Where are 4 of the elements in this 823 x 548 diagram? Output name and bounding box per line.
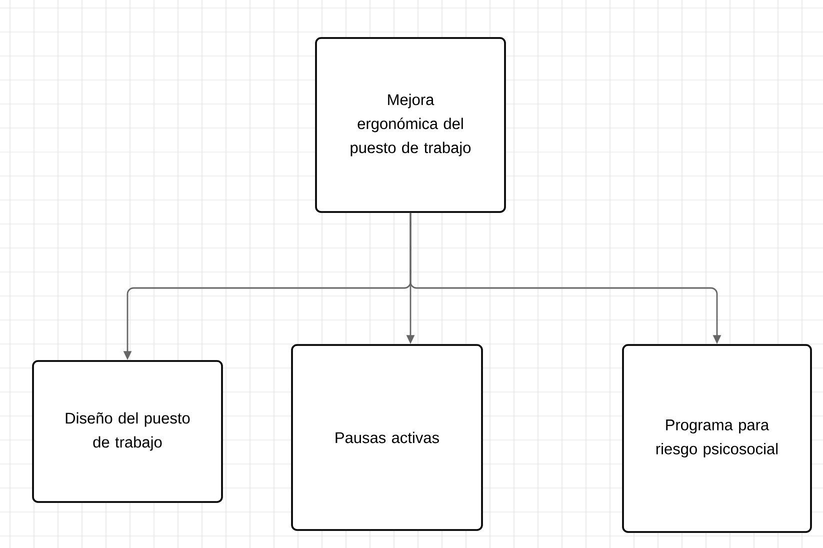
process-box: Pausas activas [291, 344, 483, 531]
process-box: Diseño del puesto de trabajo [32, 360, 223, 503]
process-box: Mejora ergonómica del puesto de trabajo [315, 37, 506, 213]
process-box: Programa para riesgo psicosocial [622, 344, 812, 533]
